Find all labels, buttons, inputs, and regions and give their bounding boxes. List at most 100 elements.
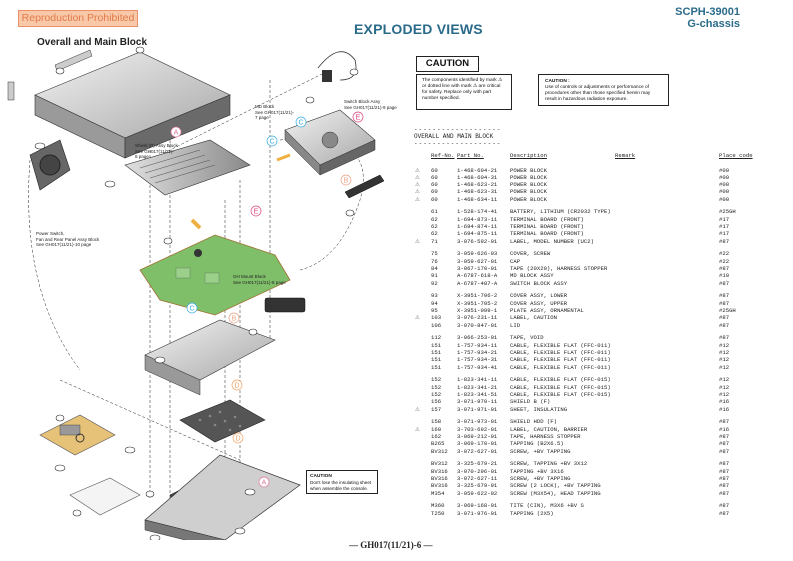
place-code: #22 — [719, 257, 730, 265]
part-number: 1-823-341-11 — [457, 376, 498, 384]
ref-number: 62 — [431, 230, 438, 238]
ref-number: 152 — [431, 383, 442, 391]
place-code: #87 — [719, 474, 730, 482]
callout-c: C — [295, 116, 307, 128]
callout-e: E — [250, 205, 262, 217]
ref-number: 95 — [431, 307, 438, 315]
place-code: #12 — [719, 363, 730, 371]
column-header-part: Part No. — [457, 152, 484, 159]
assembly-caution-title: CAUTION — [310, 474, 332, 479]
description: COVER ASSY, LOWER — [510, 292, 568, 300]
description: TERMINAL BOARD (FRONT) — [510, 223, 584, 231]
place-code: #87 — [719, 467, 730, 475]
lid — [344, 174, 385, 199]
callout-c: C — [186, 302, 198, 314]
place-code: #87 — [719, 433, 730, 440]
ref-number: BV312 — [431, 447, 448, 455]
power-block-pcb — [39, 414, 116, 456]
description: SCREW, +BV TAPPING — [510, 447, 571, 455]
main-board-pcb — [139, 234, 291, 316]
ref-number: 84 — [431, 265, 438, 273]
part-number: A-6787-618-A — [457, 272, 498, 280]
ref-number: 91 — [431, 272, 438, 280]
place-code: #25GH — [719, 307, 736, 315]
gh-mount-block — [264, 297, 306, 313]
callout-b: B — [340, 174, 352, 186]
page-title: EXPLODED VIEWS — [354, 21, 483, 37]
svg-text:E: E — [254, 209, 259, 216]
switch-block-assy — [317, 51, 357, 82]
part-number: 1-468-623-21 — [457, 181, 498, 189]
reproduction-prohibited-stamp: Reproduction Prohibited — [18, 10, 138, 27]
place-code: #17 — [719, 215, 730, 223]
part-number: 3-072-627-01 — [457, 447, 498, 455]
ref-number: BV316 — [431, 467, 448, 475]
description: TAPPING (2X5) — [510, 509, 554, 517]
ref-number: 60 — [431, 195, 438, 203]
callout-a: A — [170, 126, 182, 138]
safety-mark: ⚠ — [415, 405, 421, 413]
place-code: #00 — [719, 188, 730, 196]
description: TERMINAL BOARD (FRONT) — [510, 215, 584, 223]
place-code: #87 — [719, 447, 730, 455]
description: CABLE, FLEXIBLE FLAT (FFC-011) — [510, 363, 611, 371]
md-block-label: MD Block See GH017(11/21)- 7 page — [255, 104, 294, 120]
svg-text:B: B — [232, 316, 237, 323]
svg-text:C: C — [298, 120, 303, 127]
description: TITE (CIN), M3X6 +BV S — [510, 502, 584, 510]
safety-caution-box: The components identified by mark ⚠ or d… — [416, 74, 512, 110]
switch-block-label: Switch Block Assy See GH017(11/21)-9 pag… — [344, 99, 397, 110]
md-block-assy — [284, 109, 376, 176]
place-code: #17 — [719, 223, 730, 231]
part-number: X-3951-705-2 — [457, 299, 498, 307]
safety-mark: ⚠ — [415, 314, 421, 322]
part-number: 3-071-970-11 — [457, 398, 498, 406]
part-number: 3-071-976-01 — [457, 509, 498, 517]
description: POWER BLOCK — [510, 181, 547, 189]
page-footer-code: — GH017(11/21)-6 — — [349, 540, 433, 550]
ref-number: BV312 — [431, 460, 448, 468]
ref-number: 103 — [431, 314, 442, 322]
description: MD BLOCK ASSY — [510, 272, 554, 280]
place-code: #87 — [719, 502, 730, 510]
description: LABEL, MODEL NUMBER (UC2) — [510, 237, 594, 245]
place-code: #87 — [719, 482, 730, 490]
description: TAPE (20X20), HARNESS STOPPER — [510, 265, 608, 273]
callout-markers: A A B B C C C D D E E — [170, 111, 364, 488]
shield-assy-label: Shield (P) Assy Block See GH017(11/21)- … — [135, 143, 178, 159]
ref-number: 60 — [431, 188, 438, 196]
description: CABLE, FLEXIBLE FLAT (FFC-015) — [510, 391, 611, 399]
ref-number: 71 — [431, 237, 438, 245]
description: SHIELD HDD (F) — [510, 418, 557, 426]
callout-b: B — [228, 312, 240, 324]
svg-text:E: E — [356, 115, 361, 122]
svg-text:A: A — [262, 480, 267, 487]
safety-mark: ⚠ — [415, 188, 421, 196]
safety-mark: ⚠ — [415, 237, 421, 245]
description: SCREW (2 LOCK), +BV TAPPING — [510, 482, 601, 490]
ref-number: 157 — [431, 405, 442, 413]
description: COVER ASSY, UPPER — [510, 299, 568, 307]
description: SCREW, TAPPING +BV 3X12 — [510, 460, 588, 468]
laser-caution-title: CAUTION : — [545, 79, 570, 84]
description: TAPPING (B2X6.5) — [510, 440, 564, 448]
svg-text:B: B — [344, 178, 349, 185]
main-chassis-frame — [144, 319, 276, 396]
power-switch-label: Power Switch, Fan and Rear Panel Assy Bl… — [36, 231, 100, 247]
